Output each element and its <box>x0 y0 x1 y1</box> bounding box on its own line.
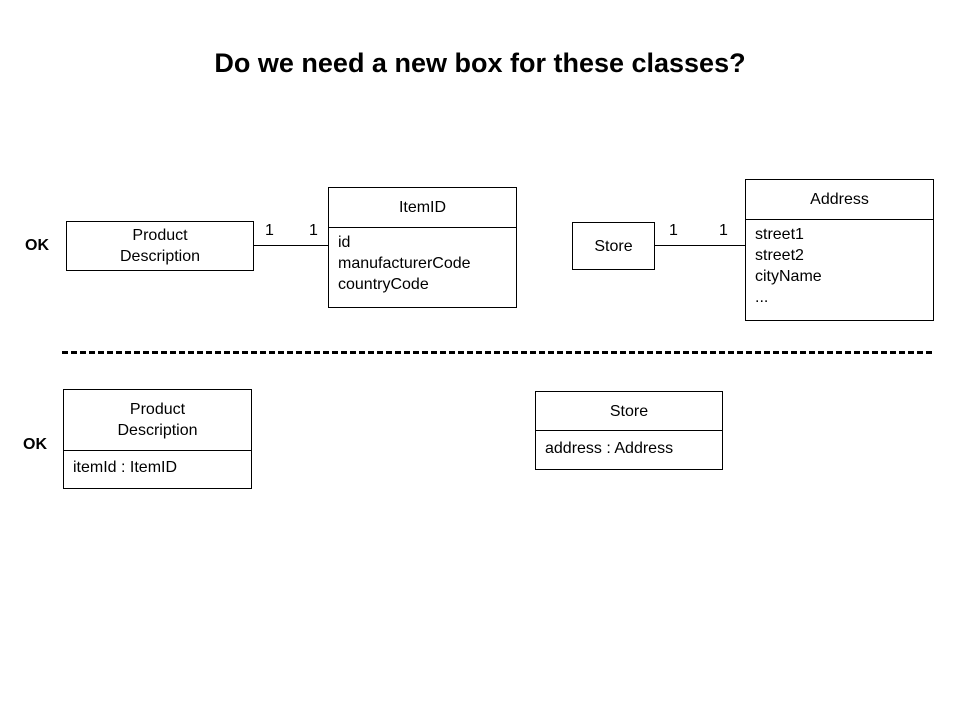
class-name: Store <box>536 392 722 431</box>
ok-label-top: OK <box>25 237 49 254</box>
itemid-class[interactable]: ItemID id manufacturerCode countryCode <box>328 187 517 308</box>
class-name-line1: Product <box>129 401 186 418</box>
address-class[interactable]: Address street1 street2 cityName ... <box>745 179 934 321</box>
attribute-list: address : Address <box>536 431 722 459</box>
attribute: id <box>338 234 351 251</box>
page-title: Do we need a new box for these classes? <box>214 48 746 78</box>
attribute: countryCode <box>338 276 429 293</box>
association-line-store-address <box>655 245 745 246</box>
class-name-line2: Description <box>117 422 198 439</box>
multiplicity-left: 1 <box>669 222 678 239</box>
class-name: Product Description <box>64 390 251 451</box>
store-class-top[interactable]: Store <box>572 222 655 270</box>
multiplicity-right: 1 <box>719 222 728 239</box>
attribute: itemId : ItemID <box>73 459 178 476</box>
class-name-line2: Description <box>119 248 201 265</box>
multiplicity-right: 1 <box>309 222 318 239</box>
attribute: address : Address <box>545 440 674 457</box>
dashed-separator <box>62 351 932 354</box>
product-description-class-bottom[interactable]: Product Description itemId : ItemID <box>63 389 252 489</box>
class-name: Address <box>746 180 933 220</box>
store-class-bottom[interactable]: Store address : Address <box>535 391 723 470</box>
attribute-list: street1 street2 cityName ... <box>746 220 933 308</box>
attribute: cityName <box>755 268 822 285</box>
class-name: Store <box>594 237 633 255</box>
attribute: street1 <box>755 226 804 243</box>
class-name: ItemID <box>329 188 516 228</box>
class-name: Product Description <box>67 222 253 270</box>
attribute-list: itemId : ItemID <box>64 451 251 478</box>
class-name-line1: Product <box>132 227 188 244</box>
multiplicity-left: 1 <box>265 222 274 239</box>
attribute: ... <box>755 289 769 306</box>
ok-label-bottom: OK <box>23 436 47 453</box>
attribute-list: id manufacturerCode countryCode <box>329 228 516 295</box>
product-description-class-top[interactable]: Product Description <box>66 221 254 271</box>
association-line-product-itemid <box>254 245 328 246</box>
attribute: manufacturerCode <box>338 255 471 272</box>
attribute: street2 <box>755 247 804 264</box>
